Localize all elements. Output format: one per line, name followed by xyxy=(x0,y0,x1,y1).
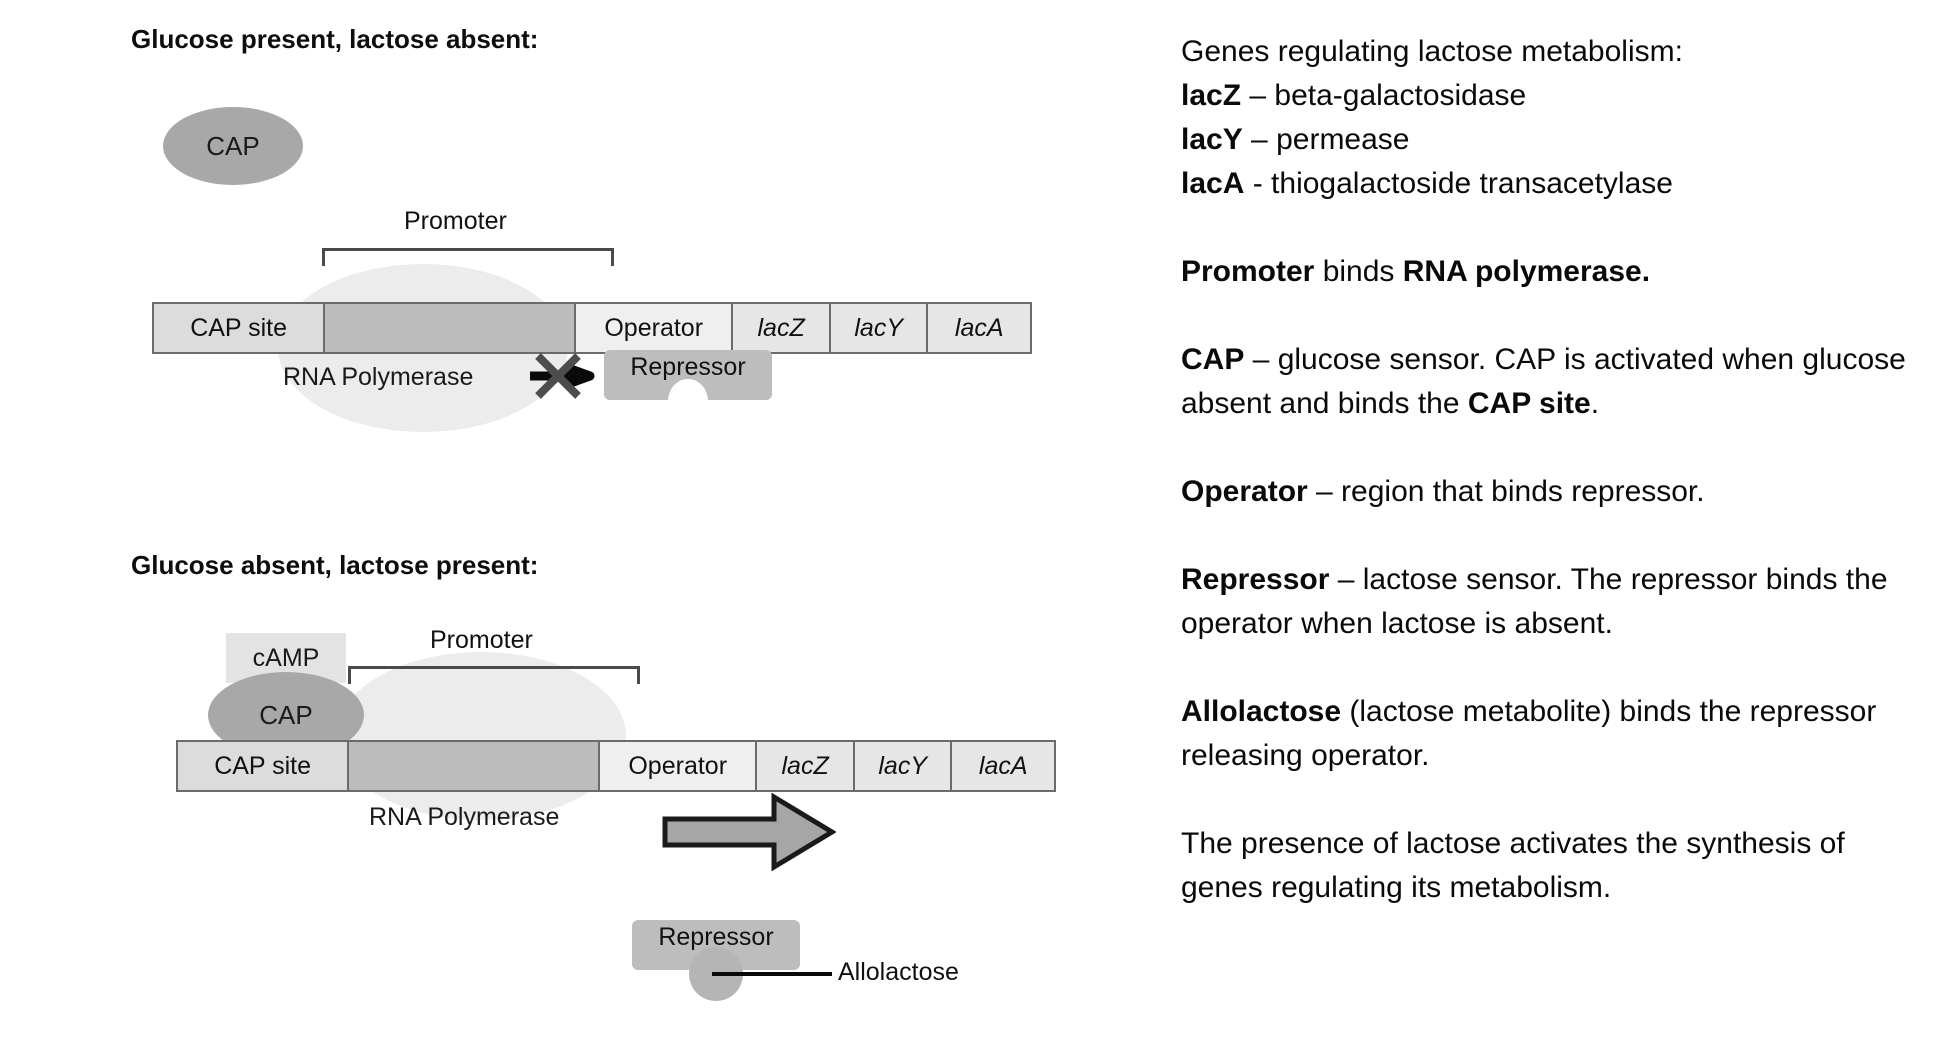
gene-name-lacY: lacY xyxy=(1181,123,1243,156)
gene-line-lacZ: lacZ – beta-galactosidase xyxy=(1181,74,1921,118)
segment-cap-site[interactable]: CAP site xyxy=(154,304,326,352)
cAMP-label: cAMP xyxy=(252,643,320,672)
segment-lacY[interactable]: lacY xyxy=(830,304,929,352)
promoter-bracket-tick-left xyxy=(322,248,325,266)
promoter-note-target: RNA polymerase. xyxy=(1402,255,1651,288)
cap-note-text1: – glucose sensor. CAP is activated when … xyxy=(1181,343,1906,420)
rna-polymerase-label-panel2: RNA Polymerase xyxy=(369,803,560,831)
allolactose-label: Allolactose xyxy=(838,958,959,986)
allolactose-note-term: Allolactose xyxy=(1181,695,1342,728)
segment-promoter-2[interactable] xyxy=(349,742,601,790)
cap-protein-label: CAP xyxy=(206,130,260,161)
promoter-bracket-tick-right xyxy=(611,248,614,266)
gene-name-lacA: lacA xyxy=(1181,167,1245,200)
promoter-note-term: Promoter xyxy=(1181,255,1315,288)
spacer-5 xyxy=(1181,646,1921,690)
operator-note-term: Operator xyxy=(1181,475,1308,508)
segment-promoter[interactable] xyxy=(325,304,577,352)
repressor-notch-panel1 xyxy=(668,379,708,401)
promoter-bracket-tick-right-2 xyxy=(637,666,640,684)
promoter-note: Promoter binds RNA polymerase. xyxy=(1181,250,1921,294)
segment-lacA-2[interactable]: lacA xyxy=(952,742,1054,790)
cap-note-text2: . xyxy=(1590,387,1600,420)
gene-desc-lacA: thiogalactoside transacetylase xyxy=(1271,167,1673,200)
allolactose-note-text: (lactose metabolite) binds the repressor… xyxy=(1181,695,1877,772)
promoter-bracket-tick-left-2 xyxy=(348,666,351,684)
gene-sep-lacY: – xyxy=(1242,123,1277,156)
promoter-bracket-label-panel1: Promoter xyxy=(404,207,507,235)
notes-panel: Genes regulating lactose metabolism: lac… xyxy=(1181,30,1921,910)
spacer-3 xyxy=(1181,426,1921,470)
repressor-note-term: Repressor xyxy=(1181,563,1330,596)
summary-note: The presence of lactose activates the sy… xyxy=(1181,827,1845,904)
spacer-1 xyxy=(1181,206,1921,250)
promoter-note-mid: binds xyxy=(1314,255,1403,288)
cap-note-site: CAP site xyxy=(1467,387,1591,420)
cap-protein-label-panel2: CAP xyxy=(259,699,313,730)
cap-note: CAP – glucose sensor. CAP is activated w… xyxy=(1181,338,1921,426)
repressor-panel1: Repressor xyxy=(604,350,772,401)
segment-operator[interactable]: Operator xyxy=(576,304,734,352)
genes-heading: Genes regulating lactose metabolism: xyxy=(1181,35,1683,68)
segment-lacA[interactable]: lacA xyxy=(928,304,1030,352)
segment-lacY-2[interactable]: lacY xyxy=(854,742,953,790)
repressor-note: Repressor – lactose sensor. The represso… xyxy=(1181,558,1921,646)
promoter-bracket-rail xyxy=(322,248,614,251)
gene-line-lacA: lacA - thiogalactoside transacetylase xyxy=(1181,162,1921,206)
gene-name-lacZ: lacZ xyxy=(1181,79,1242,112)
segment-cap-site-2[interactable]: CAP site xyxy=(178,742,350,790)
allolactose-leader-line xyxy=(712,972,832,976)
rna-polymerase-label-panel1: RNA Polymerase xyxy=(283,363,474,391)
transcription-arrow-icon xyxy=(662,792,836,872)
gene-desc-lacY: permease xyxy=(1276,123,1410,156)
segment-operator-2[interactable]: Operator xyxy=(600,742,758,790)
rna-polymerase-blob-panel2 xyxy=(336,652,626,820)
operator-note-text: – region that binds repressor. xyxy=(1307,475,1705,508)
promoter-bracket-label-panel2: Promoter xyxy=(430,626,533,654)
panel1-title: Glucose present, lactose absent: xyxy=(131,24,539,54)
repressor-note-text: – lactose sensor. The repressor binds th… xyxy=(1181,563,1888,640)
panel2-title: Glucose absent, lactose present: xyxy=(131,550,539,580)
spacer-4 xyxy=(1181,514,1921,558)
gene-desc-lacZ: beta-galactosidase xyxy=(1274,79,1527,112)
gene-line-lacY: lacY – permease xyxy=(1181,118,1921,162)
gene-sep-lacA: - xyxy=(1244,167,1272,200)
operator-note: Operator – region that binds repressor. xyxy=(1181,470,1921,514)
promoter-bracket-panel2 xyxy=(348,666,640,684)
segment-lacZ-2[interactable]: lacZ xyxy=(757,742,855,790)
repressor-label-panel1: Repressor xyxy=(630,353,746,381)
cap-note-term: CAP xyxy=(1181,343,1245,376)
allolactose-note: Allolactose (lactose metabolite) binds t… xyxy=(1181,690,1921,778)
spacer-2 xyxy=(1181,294,1921,338)
cAMP-molecule: cAMP xyxy=(226,633,346,683)
repressor-label-panel2: Repressor xyxy=(658,923,774,951)
gene-cassette-panel1: CAP site Operator lacZ lacY lacA xyxy=(152,302,1032,354)
segment-lacZ[interactable]: lacZ xyxy=(733,304,831,352)
blocked-arrow-icon xyxy=(530,353,595,399)
promoter-bracket-rail-2 xyxy=(348,666,640,669)
promoter-bracket-panel1 xyxy=(322,248,614,266)
gene-sep-lacZ: – xyxy=(1241,79,1275,112)
gene-cassette-panel2: CAP site Operator lacZ lacY lacA xyxy=(176,740,1056,792)
cap-protein-panel1: CAP xyxy=(163,107,303,185)
spacer-6 xyxy=(1181,778,1921,822)
